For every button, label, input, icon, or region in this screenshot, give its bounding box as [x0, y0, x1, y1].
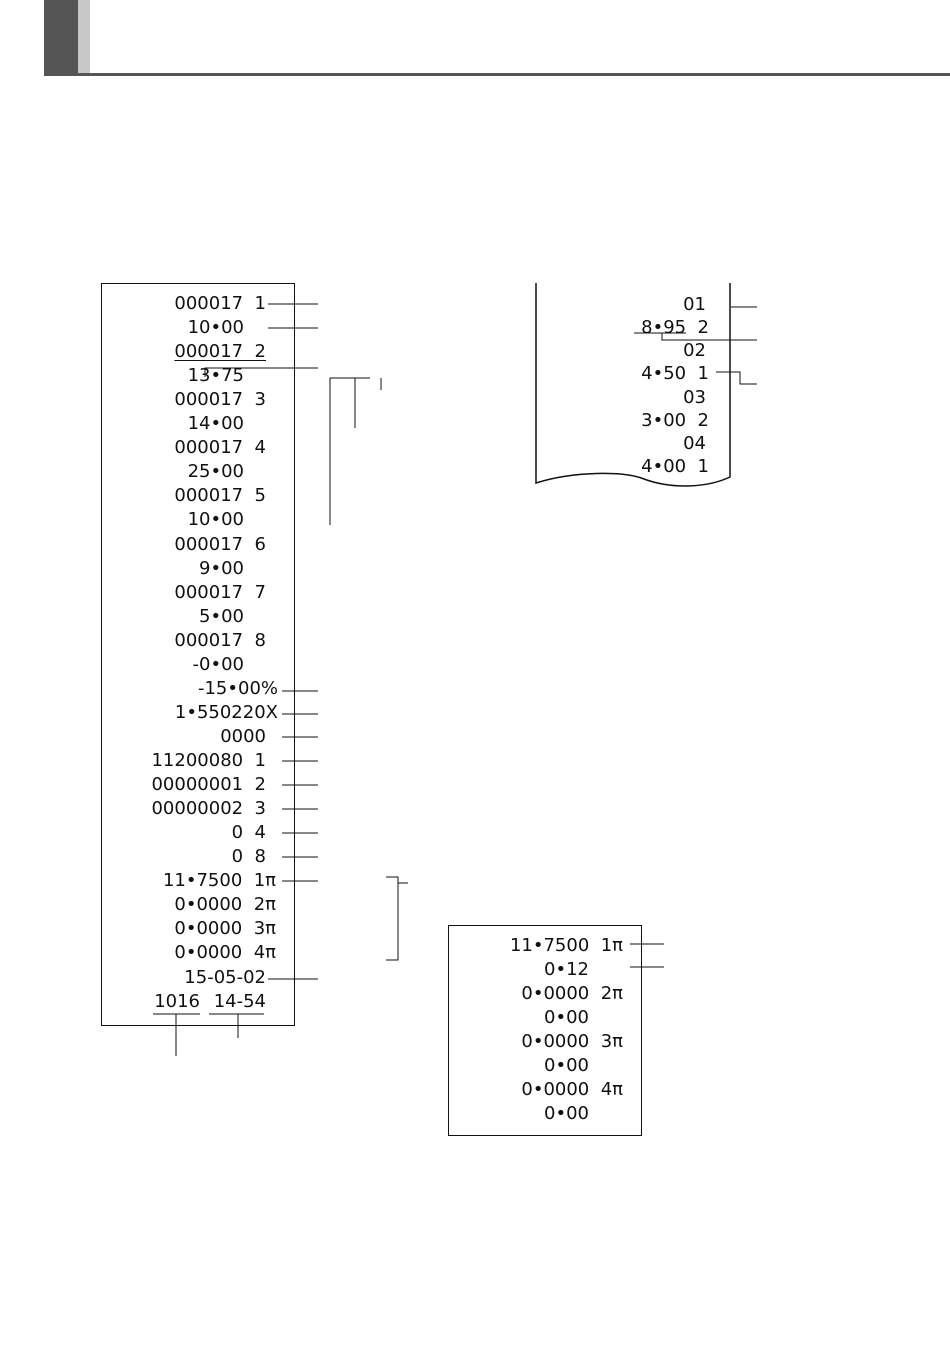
receipt-top-line: 03	[683, 387, 706, 408]
receipt-small: 11•7500 1π 0•12 0•0000 2π 0•00 0•0000 3π…	[448, 925, 642, 1136]
receipt-line: 000017 6	[174, 534, 266, 555]
receipt-line: 10•00	[187, 509, 244, 530]
receipt-top-line: 01	[683, 294, 706, 315]
receipt-line: -0•00	[192, 654, 244, 675]
receipt-main: 000017 1 10•00 000017 2 13•75 000017 3 1…	[101, 283, 295, 1026]
receipt-line: 0•0000 2π	[174, 894, 276, 915]
receipt-small-line: 0•0000 3π	[521, 1031, 623, 1052]
receipt-top-line: 8•95 2	[641, 317, 709, 338]
receipt-line: 000017 3	[174, 389, 266, 410]
receipt-line: 14•00	[187, 413, 244, 434]
receipt-line: 11•7500 1π	[162, 870, 276, 891]
section-tab-dark	[44, 0, 78, 74]
receipt-line: 000017 4	[174, 437, 266, 458]
header-rule	[44, 73, 950, 76]
receipt-top-line: 3•00 2	[641, 410, 709, 431]
receipt-line: -15•00%	[197, 678, 278, 699]
receipt-line: 00000001 2	[151, 774, 266, 795]
receipt-top-line: 4•50 1	[641, 363, 709, 384]
receipt-line: 0 4	[231, 822, 266, 843]
receipt-line: 15-05-02	[184, 967, 266, 988]
receipt-line: 000017 5	[174, 485, 266, 506]
receipt-small-line: 0•00	[544, 1055, 589, 1076]
receipt-small-line: 0•12	[544, 959, 589, 980]
receipt-small-line: 0•00	[544, 1007, 589, 1028]
receipt-line: 000017 7	[174, 582, 266, 603]
receipt-top-line: 04	[683, 433, 706, 454]
receipt-time: 14-54	[213, 991, 266, 1012]
receipt-line: 11200080 1	[151, 750, 266, 771]
receipt-small-line: 0•0000 4π	[521, 1079, 623, 1100]
receipt-line: 000017 8	[174, 630, 266, 651]
receipt-small-line: 11•7500 1π	[509, 935, 623, 956]
receipt-line: 0•0000 4π	[174, 942, 276, 963]
receipt-line: 13•75	[187, 365, 244, 386]
receipt-line: 25•00	[187, 461, 244, 482]
receipt-small-line: 0•0000 2π	[521, 983, 623, 1004]
receipt-top-line: 4•00 1	[641, 456, 709, 477]
receipt-top-line: 02	[683, 340, 706, 361]
section-tab-light	[78, 0, 90, 74]
receipt-line: 10•00	[187, 317, 244, 338]
receipt-machine-number: 1016	[154, 991, 200, 1012]
receipt-line: 5•00	[199, 606, 244, 627]
receipt-line: 00000002 3	[151, 798, 266, 819]
receipt-line: 1•550220X	[174, 702, 278, 723]
receipt-small-line: 0•00	[544, 1103, 589, 1124]
receipt-line: 0000	[220, 726, 266, 747]
receipt-line: 9•00	[199, 558, 244, 579]
receipt-line: 000017 1	[174, 293, 266, 314]
receipt-line: 0 8	[231, 846, 266, 867]
bracket-line	[386, 876, 399, 961]
receipt-line: 000017 2	[174, 341, 266, 362]
receipt-line: 0•0000 3π	[174, 918, 276, 939]
